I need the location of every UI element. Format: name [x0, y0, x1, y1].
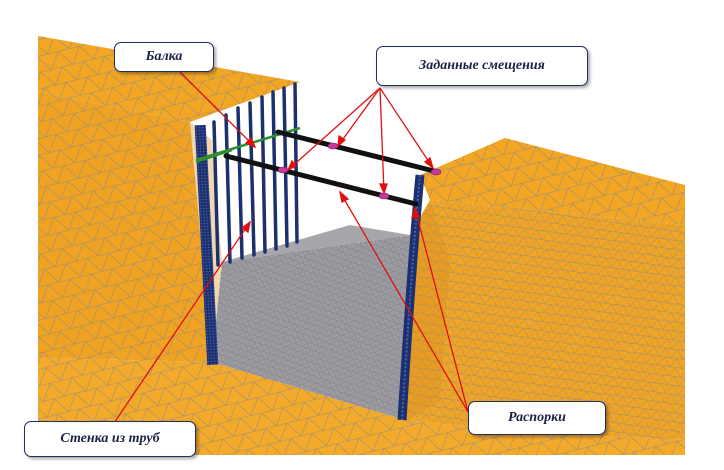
soil-block	[38, 36, 685, 455]
excavation-floor-top	[222, 225, 410, 262]
label-beam: Балка	[114, 42, 214, 72]
label-struts: Распорки	[468, 401, 606, 435]
label-prescribed-displacements: Заданные смещения	[376, 46, 588, 86]
strut-upper	[275, 129, 441, 175]
label-pipe-wall: Стенка из труб	[24, 421, 196, 457]
leader-lines	[111, 71, 469, 427]
pipe-wall-right	[397, 174, 425, 421]
displacement-markers	[277, 142, 442, 200]
